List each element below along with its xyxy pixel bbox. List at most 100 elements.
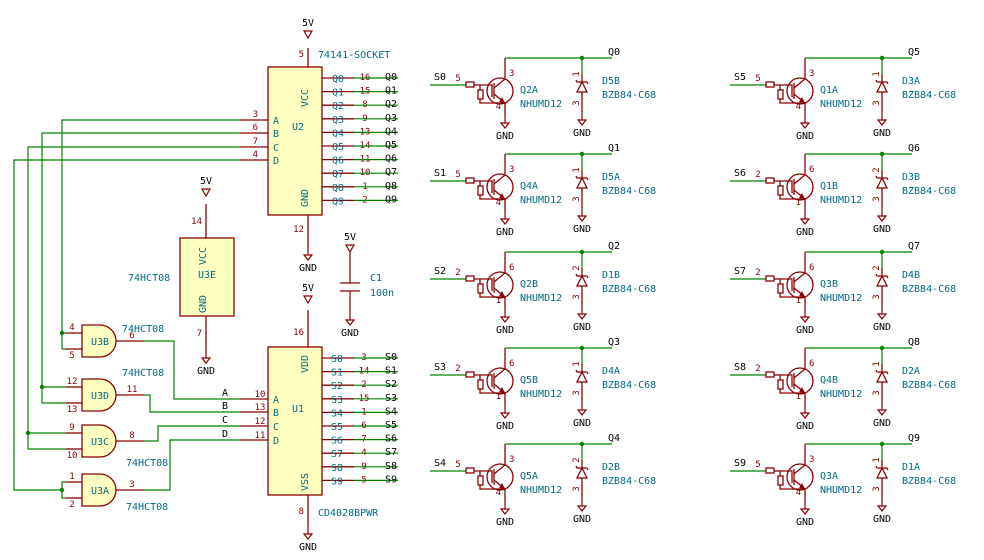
- transistor-collector: [793, 174, 806, 185]
- wire: [144, 394, 240, 413]
- transistor-ref: Q5A: [520, 471, 538, 482]
- u2-input-name: B: [273, 129, 279, 140]
- transistor-collector: [793, 368, 806, 379]
- transistor-ref: Q3B: [820, 279, 838, 290]
- u2-output-net: Q5: [385, 140, 397, 151]
- transistor-ref: Q2A: [520, 85, 538, 96]
- driver-input-net: S4: [434, 458, 446, 469]
- u1-output-net: S6: [385, 434, 397, 445]
- u1-input-name: D: [273, 436, 279, 447]
- u1-output-net: S0: [385, 352, 397, 363]
- u1-vdd-pin: 16: [293, 328, 304, 338]
- u2-output-net: Q2: [385, 99, 397, 110]
- zener-diode: [575, 274, 589, 287]
- diode-bottom-pin: 3: [572, 390, 582, 395]
- diode-ref: D1B: [602, 270, 620, 281]
- driver-input-net: S2: [434, 266, 446, 277]
- u2-gnd-label: GND: [300, 189, 311, 207]
- ground-symbol: [876, 313, 888, 320]
- u1-output-name: S7: [331, 449, 343, 460]
- gnd-label: GND: [796, 227, 814, 238]
- transistor-collector: [793, 272, 806, 283]
- transistor-ref: Q5B: [520, 375, 538, 386]
- gnd-label: GND: [573, 418, 591, 429]
- u1-output-net: S1: [385, 366, 397, 377]
- driver-base-pin: 2: [755, 364, 760, 374]
- driver-output-net: Q6: [908, 143, 920, 154]
- driver-output-net: Q2: [608, 241, 620, 252]
- transistor-body: [786, 173, 814, 201]
- diode-top-pin: 2: [872, 265, 882, 270]
- base-resistor: [765, 177, 775, 184]
- gate-ref: U3A: [91, 486, 109, 497]
- u2-vcc-label: VCC: [300, 89, 311, 107]
- ground-symbol: [499, 316, 511, 323]
- zener-diode: [875, 176, 889, 189]
- driver-emitter-pin: 4: [796, 488, 801, 498]
- u2-input-name: C: [273, 143, 279, 154]
- transistor-body: [786, 463, 814, 491]
- gnd-label: GND: [341, 328, 359, 339]
- u2-input-name: A: [273, 116, 279, 127]
- transistor-collector: [493, 464, 506, 475]
- ground-symbol: [499, 508, 511, 515]
- driver-base-pin: 2: [755, 268, 760, 278]
- gate-in1-pin: 4: [69, 323, 74, 333]
- u1-output-name: S6: [331, 436, 343, 447]
- u2-output-name: Q0: [332, 74, 344, 85]
- u1-input-name: B: [273, 408, 279, 419]
- diode-top-pin: 2: [872, 167, 882, 172]
- gnd-label: GND: [496, 227, 514, 238]
- diode-bottom-pin: 3: [572, 196, 582, 201]
- gnd-label: GND: [573, 322, 591, 333]
- ground-symbol: [576, 505, 588, 512]
- transistor-body: [486, 173, 514, 201]
- gnd-label: GND: [197, 366, 215, 377]
- driver-output-net: Q7: [908, 241, 920, 252]
- zener-diode: [575, 370, 589, 383]
- emitter-arrow: [799, 483, 805, 489]
- driver-output-net: Q3: [608, 337, 620, 348]
- driver-emitter-pin: 4: [496, 488, 501, 498]
- u1-input-name: A: [273, 395, 279, 406]
- gnd-label: GND: [299, 263, 317, 274]
- u2-input-name: D: [273, 156, 279, 167]
- zener-diode: [875, 370, 889, 383]
- u1-input-pin: 10: [255, 390, 266, 400]
- and-gate-body: [81, 324, 117, 358]
- gate-in1-pin: 12: [67, 377, 78, 387]
- u1-input-net: C: [222, 415, 228, 426]
- ground-symbol: [499, 218, 511, 225]
- gnd-label: GND: [573, 514, 591, 525]
- u1-input-net: D: [222, 429, 228, 440]
- u2-output-net: Q9: [385, 194, 397, 205]
- gate-out-pin: 3: [129, 480, 134, 490]
- transistor-body: [486, 367, 514, 395]
- wire: [144, 340, 240, 400]
- transistor-ref: Q1B: [820, 181, 838, 192]
- u2-output-net: Q0: [385, 72, 397, 83]
- u1-vss-label: VSS: [300, 473, 311, 491]
- transistor-body: [486, 271, 514, 299]
- wire: [41, 132, 240, 388]
- gate-in1-pin: 9: [69, 423, 74, 433]
- ground-symbol: [302, 533, 314, 540]
- driver-collector-pin: 6: [809, 359, 814, 369]
- u1-output-net: S8: [385, 461, 397, 472]
- u1-output-name: S8: [331, 463, 343, 474]
- u2-output-name: Q5: [332, 142, 344, 153]
- transistor-value: NHUMD12: [520, 485, 562, 496]
- driver-collector-pin: 6: [809, 165, 814, 175]
- gate-out-pin: 8: [129, 431, 134, 441]
- diode-ref: D2A: [902, 366, 920, 377]
- driver-emitter-pin: 4: [496, 102, 501, 112]
- u1-output-name: S0: [331, 354, 343, 365]
- u2-input-pin: 7: [253, 137, 258, 147]
- driver-output-net: Q9: [908, 433, 920, 444]
- u2-input-pin: 3: [253, 110, 258, 120]
- driver-base-pin: 5: [455, 460, 460, 470]
- u2-output-name: Q9: [332, 196, 344, 207]
- diode-top-pin: 1: [872, 361, 882, 366]
- transistor-ref: Q4A: [520, 181, 538, 192]
- gnd-label: GND: [796, 325, 814, 336]
